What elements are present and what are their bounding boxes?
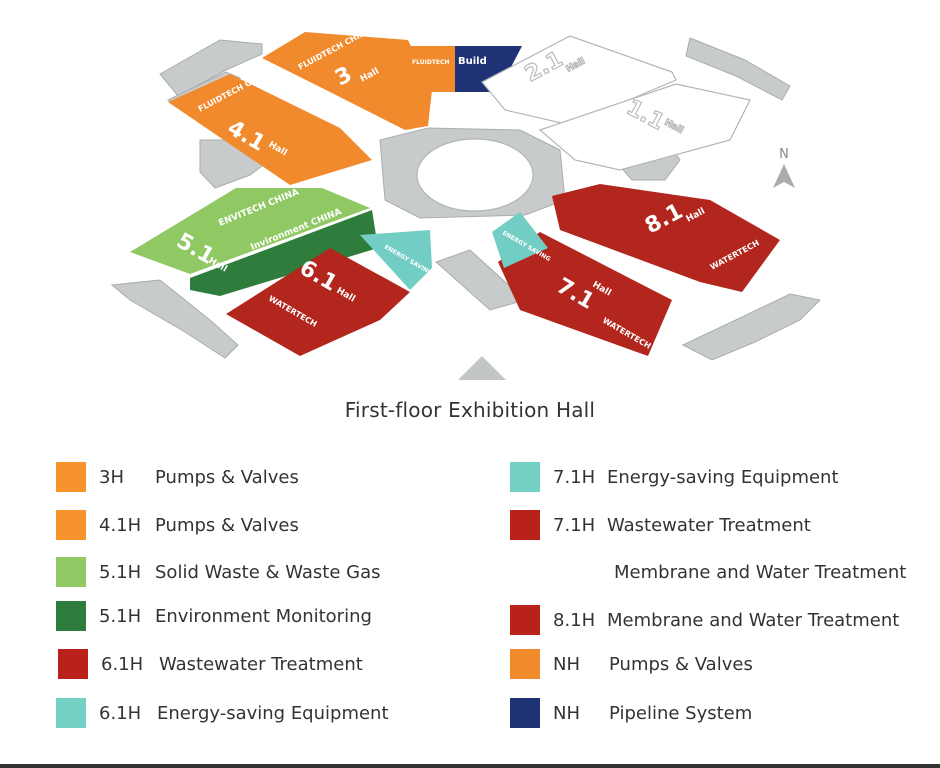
legend-swatch xyxy=(56,462,86,492)
exhibition-floor-map: .road { fill: #c8cbcb; stroke: #a9adad; … xyxy=(110,32,822,380)
legend-item: 5.1H Environment Monitoring xyxy=(56,601,372,631)
legend-item: NH Pumps & Valves xyxy=(510,649,753,679)
legend-desc: Pumps & Valves xyxy=(155,514,299,536)
legend-swatch xyxy=(510,698,540,728)
legend-item: 3H Pumps & Valves xyxy=(56,462,299,492)
legend-swatch xyxy=(510,605,540,635)
hall-nh[interactable]: FLUIDTECH Build xyxy=(390,46,522,92)
legend-item: Membrane and Water Treatment xyxy=(614,557,906,587)
legend-desc: Wastewater Treatment xyxy=(159,653,363,675)
hall-5-1[interactable]: ENVITECH CHINA Invironment CHINA 5.1 Hal… xyxy=(130,187,378,296)
legend-swatch xyxy=(510,510,540,540)
hall-8-1[interactable]: 8.1 Hall WATERTECH xyxy=(552,184,780,292)
legend-code: NH xyxy=(553,702,580,724)
legend-swatch xyxy=(58,649,88,679)
legend-code: NH xyxy=(553,653,580,675)
legend-code: 5.1H xyxy=(99,605,142,627)
legend-code: 6.1H xyxy=(99,702,142,724)
legend-item: 6.1H Energy-saving Equipment xyxy=(56,698,389,728)
legend-swatch xyxy=(56,698,86,728)
hall-1-1[interactable]: 1.1 Hall xyxy=(538,83,751,171)
legend-code: 5.1H xyxy=(99,561,142,583)
map-title: First-floor Exhibition Hall xyxy=(344,398,596,422)
compass-north-label: N xyxy=(779,147,789,162)
legend-desc: Solid Waste & Waste Gas xyxy=(155,561,381,583)
legend-desc: Wastewater Treatment xyxy=(607,514,811,536)
entrance-arrow-icon xyxy=(458,356,506,380)
legend-item: 5.1H Solid Waste & Waste Gas xyxy=(56,557,381,587)
legend-desc: Energy-saving Equipment xyxy=(157,702,389,724)
legend-item: 6.1H Wastewater Treatment xyxy=(58,649,363,679)
legend-code: 4.1H xyxy=(99,514,142,536)
legend-swatch xyxy=(56,601,86,631)
legend-swatch xyxy=(56,557,86,587)
legend-desc: Energy-saving Equipment xyxy=(607,466,839,488)
legend-code: 7.1H xyxy=(553,514,596,536)
legend-desc: Environment Monitoring xyxy=(155,605,372,627)
legend-code: 7.1H xyxy=(553,466,596,488)
legend-swatch xyxy=(510,649,540,679)
legend-code: 6.1H xyxy=(101,653,144,675)
hall-6-1[interactable]: ENERGY SAVING 6.1 Hall WATERTECH xyxy=(226,230,434,356)
legend-swatch xyxy=(56,510,86,540)
legend-desc: Pipeline System xyxy=(609,702,753,724)
north-arrow-icon xyxy=(773,164,795,188)
compass: N xyxy=(773,147,795,188)
legend-desc: Membrane and Water Treatment xyxy=(614,561,907,583)
legend-desc: Membrane and Water Treatment xyxy=(607,609,900,631)
hall-nh-left-label: FLUIDTECH xyxy=(412,59,449,66)
hall-nh-right-label: Build xyxy=(458,56,487,67)
legend-desc: Pumps & Valves xyxy=(155,466,299,488)
legend-item: 7.1H Wastewater Treatment xyxy=(510,510,811,540)
legend-item: NH Pipeline System xyxy=(510,698,752,728)
bottom-border xyxy=(0,764,940,768)
legend-swatch xyxy=(510,462,540,492)
legend-item: 4.1H Pumps & Valves xyxy=(56,510,299,540)
legend-code: 8.1H xyxy=(553,609,596,631)
legend-item: 8.1H Membrane and Water Treatment xyxy=(510,605,899,635)
legend-code: 3H xyxy=(99,466,124,488)
legend-desc: Pumps & Valves xyxy=(609,653,753,675)
legend-item: 7.1H Energy-saving Equipment xyxy=(510,462,839,492)
